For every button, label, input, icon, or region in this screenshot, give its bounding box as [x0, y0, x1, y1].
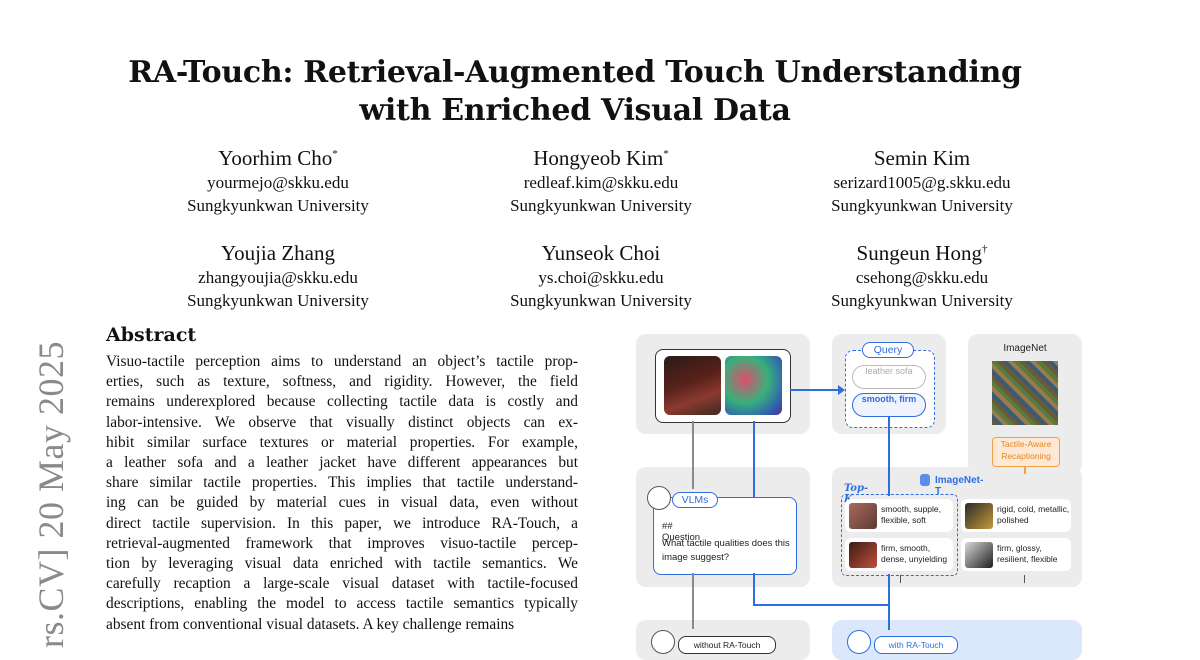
arrow-vlm-to-without — [692, 573, 694, 629]
retrieved-tile: firm, smooth, dense, unyielding — [845, 538, 953, 571]
abstract-line: erties, such as texture, softness, and r… — [106, 373, 578, 391]
author-affiliation: Sungkyunkwan University — [831, 291, 1013, 310]
author-block: Hongyeob Kim* redleaf.kim@skku.edu Sungk… — [441, 141, 761, 217]
topk-selection-frame — [841, 494, 958, 576]
author-affiliation: Sungkyunkwan University — [187, 196, 369, 215]
imagenet-mosaic-image — [992, 361, 1058, 425]
abstract-line: direct tactile supervision. In this pape… — [106, 514, 578, 532]
arrowhead-icon — [838, 385, 845, 395]
vlm-question-box — [653, 497, 797, 575]
tactile-map-image — [725, 356, 782, 415]
abstract-heading: Abstract — [106, 324, 197, 346]
author-name: Sungeun Hong† — [856, 241, 988, 265]
retrieved-tile: firm, glossy, resilient, flexible — [961, 538, 1071, 571]
abstract-line: retrieval-augmented framework that impro… — [106, 534, 578, 552]
author-name: Youjia Zhang — [221, 241, 335, 265]
arrow-vlm-to-with — [753, 604, 890, 606]
vlm-label: VLMs — [672, 492, 718, 508]
abstract-line: absent from conventional visual datasets… — [106, 615, 515, 633]
abstract-line: a leather sofa and a leather jacket have… — [106, 454, 578, 471]
retrieved-tile: rigid, cold, metallic, polished — [961, 499, 1071, 532]
abstract-line: remains underexplored because collecting… — [106, 393, 578, 411]
robot-icon — [847, 630, 871, 654]
author-affiliation: Sungkyunkwan University — [510, 196, 692, 215]
arrow-recaption-to-db — [1024, 466, 1026, 474]
tile-caption: smooth, supple, flexible, soft — [881, 504, 942, 525]
arrow-to-query — [790, 389, 842, 391]
title-line-2: with Enriched Visual Data — [359, 93, 791, 128]
author-block: Youjia Zhang zhangyoujia@skku.edu Sungky… — [118, 236, 438, 312]
author-email: redleaf.kim@skku.edu — [523, 173, 679, 192]
abstract-line: ing can be guided by material cues in vi… — [106, 494, 578, 512]
author-block: Yoorhim Cho* yourmejo@skku.edu Sungkyunk… — [118, 141, 438, 217]
arrow-image-to-vlm-blue — [753, 421, 755, 497]
robot-icon — [647, 486, 671, 510]
tile-image — [965, 503, 993, 529]
abstract-line: labor-intensive. We observe that visuall… — [106, 413, 578, 431]
author-email: yourmejo@skku.edu — [207, 173, 349, 192]
without-ra-touch-label: without RA-Touch — [678, 636, 776, 654]
retrieved-tile: smooth, supple, flexible, soft — [845, 499, 953, 532]
arrow-query-to-topk — [888, 416, 890, 496]
database-icon — [920, 474, 930, 486]
arrow-vlm-down — [753, 573, 755, 605]
author-email: csehong@skku.edu — [855, 268, 989, 287]
author-name: Semin Kim — [873, 146, 971, 170]
author-block: Semin Kim serizard1005@g.skku.edu Sungky… — [762, 141, 1082, 217]
query-label: Query — [862, 342, 914, 358]
tile-image — [965, 542, 993, 568]
robot-icon — [651, 630, 675, 654]
abstract-line: hibit similar surface textures or materi… — [106, 433, 578, 451]
arrow-image-to-vlm — [692, 421, 694, 489]
abstract-line: share similar tactile properties. This i… — [106, 474, 578, 492]
query-pill-text: leather sofa — [852, 365, 926, 389]
tile-caption: firm, smooth, dense, unyielding — [881, 543, 948, 564]
with-ra-touch-label: with RA-Touch — [874, 636, 958, 654]
author-email: serizard1005@g.skku.edu — [833, 173, 1011, 192]
author-affiliation: Sungkyunkwan University — [187, 291, 369, 310]
arrow-topk-to-with — [888, 574, 890, 630]
imagenet-label: ImageNet — [1003, 343, 1047, 354]
title-line-1: RA-Touch: Retrieval-Augmented Touch Unde… — [128, 55, 1022, 90]
question-heading: ## Question — [662, 521, 701, 543]
author-block: Yunseok Choi ys.choi@skku.edu Sungkyunkw… — [441, 236, 761, 312]
abstract-line: tion by leveraging visual data enriched … — [106, 555, 578, 572]
ellipsis-tick — [1024, 575, 1025, 583]
leather-sofa-image — [664, 356, 721, 415]
author-name: Yunseok Choi — [541, 241, 661, 265]
tile-caption: rigid, cold, metallic, polished — [997, 504, 1070, 525]
author-affiliation: Sungkyunkwan University — [510, 291, 692, 310]
question-text: What tactile qualities does this image s… — [662, 538, 790, 563]
imagenet-t-label: ImageNet-T — [935, 475, 984, 497]
query-pill-tactile: smooth, firm — [852, 393, 926, 417]
author-name: Yoorhim Cho* — [218, 146, 338, 170]
author-name: Hongyeob Kim* — [533, 146, 669, 170]
recaption-box: Tactile-Aware Recaptioning — [992, 437, 1060, 467]
paper-title: RA-Touch: Retrieval-Augmented Touch Unde… — [0, 54, 1150, 130]
abstract-line: descriptions, enabling the model to acce… — [106, 595, 578, 613]
tile-caption: firm, glossy, resilient, flexible — [997, 543, 1058, 564]
abstract-line: carefully recaption a large-scale visual… — [106, 575, 578, 593]
author-email: ys.choi@skku.edu — [538, 268, 664, 287]
tile-image — [849, 542, 877, 568]
author-email: zhangyoujia@skku.edu — [198, 268, 358, 287]
tile-image — [849, 503, 877, 529]
ellipsis-tick — [900, 575, 901, 583]
abstract-line: Visuo-tactile perception aims to underst… — [106, 353, 578, 370]
author-block: Sungeun Hong† csehong@skku.edu Sungkyunk… — [762, 236, 1082, 312]
arxiv-sidebar-id: rs.CV] 20 May 2025 — [31, 341, 71, 648]
author-affiliation: Sungkyunkwan University — [831, 196, 1013, 215]
